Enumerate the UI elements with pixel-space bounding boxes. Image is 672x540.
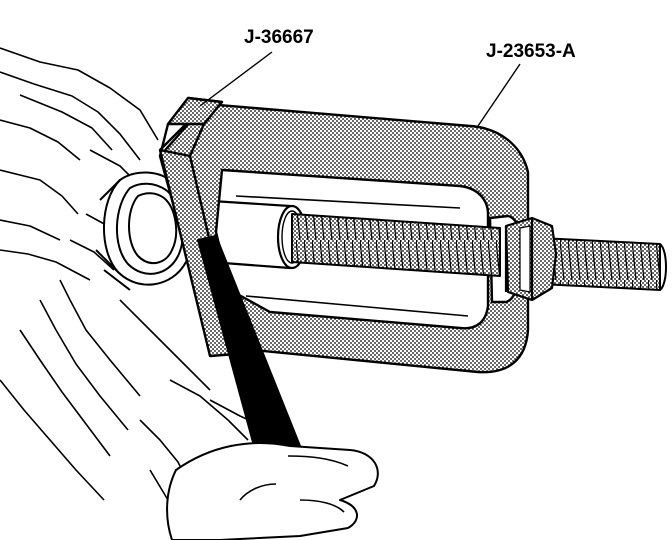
callout-leaders	[199, 51, 521, 127]
forcing-screw	[291, 213, 667, 291]
callout-label-j36667: J-36667	[244, 27, 314, 48]
hand-with-tool	[166, 235, 379, 540]
hex-nut	[504, 216, 558, 302]
seal-bore-ring	[95, 171, 193, 291]
callout-label-j23653a: J-23653-A	[486, 41, 576, 62]
